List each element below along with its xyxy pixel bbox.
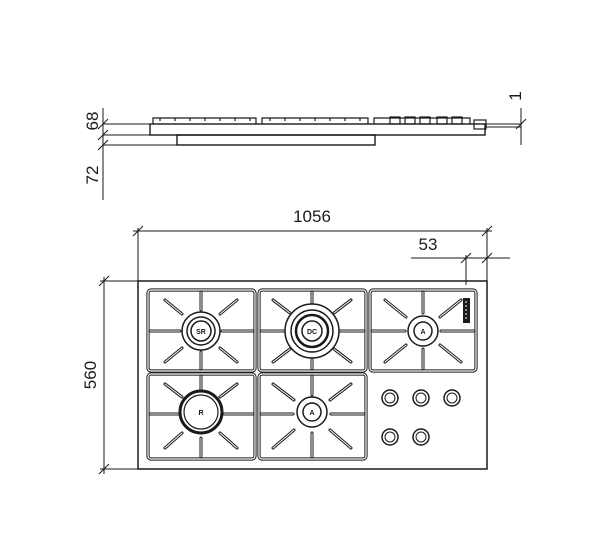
- burner-dc-label: DC: [307, 329, 317, 336]
- burner-sr-label: SR: [196, 329, 206, 336]
- side-view-knobs: [389, 116, 487, 130]
- burner-sr: SR: [181, 311, 221, 351]
- knob-2: [412, 389, 430, 407]
- depth-label: 560: [81, 361, 100, 389]
- built-in-depth-label: 72: [83, 166, 102, 185]
- grid-fingers-inner: [149, 291, 475, 458]
- burner-a-right: A: [407, 315, 439, 347]
- top-gap-label: 1: [506, 91, 525, 100]
- ignition-strip: [463, 298, 470, 323]
- knob-5: [412, 428, 430, 446]
- side-view-grids: [152, 117, 471, 124]
- side-view-right-dimension: [486, 108, 527, 145]
- side-view-left-dimension: [97, 108, 177, 200]
- burner-dc: DC: [284, 303, 340, 359]
- knob-3: [443, 389, 461, 407]
- side-view: 68 72 1: [83, 91, 527, 200]
- knob-1: [381, 389, 399, 407]
- control-knobs: [381, 389, 461, 446]
- side-view-top-plate: [149, 123, 486, 136]
- hob-outline: [137, 280, 488, 470]
- top-view-dimensions: [98, 225, 510, 475]
- burner-a-right-label: A: [420, 329, 425, 336]
- burner-a-center: A: [296, 396, 328, 428]
- burner-r: R: [178, 389, 224, 435]
- top-view: SR DC A R A: [137, 280, 488, 470]
- burner-r-label: R: [198, 410, 203, 417]
- overall-width-label: 1056: [293, 207, 331, 226]
- side-view-body: [176, 134, 376, 146]
- burner-a-center-label: A: [309, 410, 314, 417]
- knob-offset-label: 53: [419, 235, 438, 254]
- pan-support-inner: [147, 289, 477, 460]
- glass-thickness-label: 68: [83, 112, 102, 131]
- knob-4: [381, 428, 399, 446]
